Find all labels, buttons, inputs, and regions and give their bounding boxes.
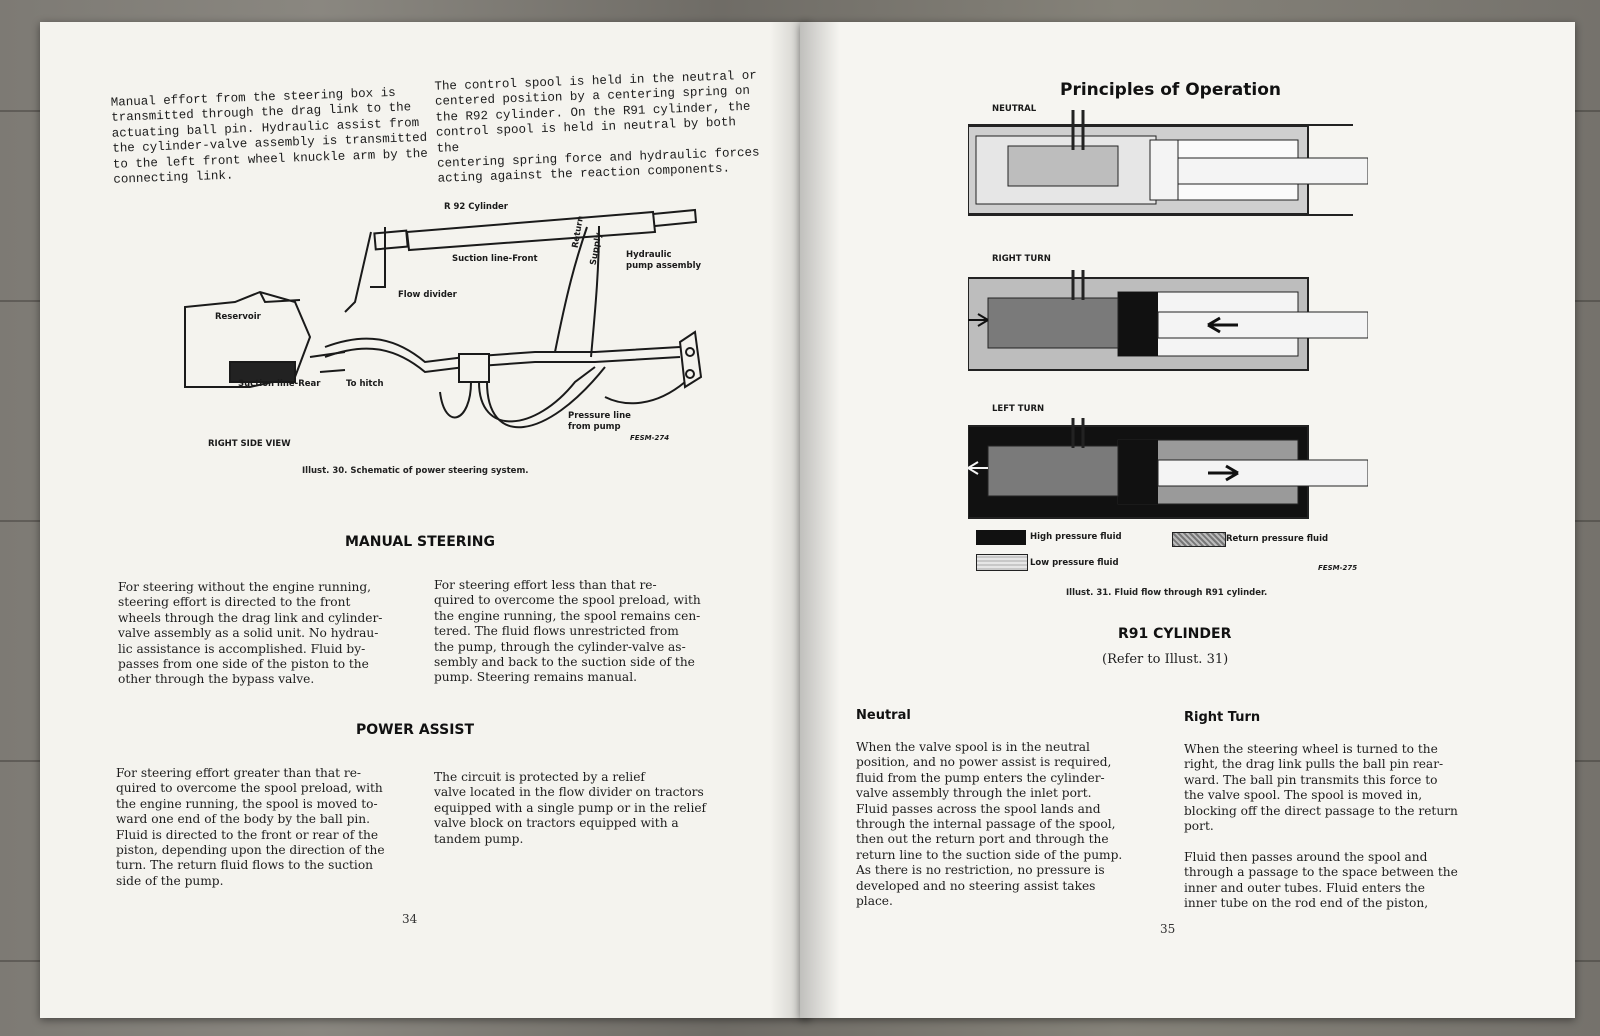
label-to-hitch: To hitch — [346, 379, 384, 389]
power-steering-schematic — [184, 208, 703, 429]
legend-swatch-return — [1172, 532, 1226, 547]
manual-steering-paragraph-left: For steering without the engine running,… — [118, 580, 383, 687]
label-suction-line-rear: Suction line-Rear — [238, 379, 321, 389]
figure-caption-31: Illust. 31. Fluid flow through R91 cylin… — [1066, 588, 1268, 598]
page-number: 35 — [1160, 922, 1176, 936]
cylinder-diagram-left-turn — [968, 418, 1368, 519]
neutral-paragraph: When the valve spool is in the neutral p… — [856, 740, 1123, 909]
label-pressure-line: Pressure line from pump — [568, 411, 631, 432]
label-left-turn: LEFT TURN — [992, 404, 1045, 414]
right-turn-paragraph-2: Fluid then passes around the spool and t… — [1184, 850, 1458, 911]
power-assist-paragraph-right: The circuit is protected by a relief val… — [434, 770, 707, 846]
power-assist-paragraph-left: For steering effort greater than that re… — [116, 766, 385, 888]
right-turn-paragraph-1: When the steering wheel is turned to the… — [1184, 742, 1458, 834]
gutter-shadow — [800, 22, 840, 1018]
heading-neutral: Neutral — [856, 708, 911, 723]
page-number: 34 — [402, 912, 418, 926]
label-right-side-view: RIGHT SIDE VIEW — [208, 439, 291, 449]
legend-return-pressure: Return pressure fluid — [1226, 534, 1329, 544]
legend-swatch-low — [976, 554, 1028, 571]
cylinder-diagram-right-turn — [968, 270, 1368, 371]
figure-caption-30: Illust. 30. Schematic of power steering … — [302, 466, 529, 476]
figure-code-275: FESM-275 — [1318, 564, 1358, 572]
label-reservoir: Reservoir — [215, 312, 261, 322]
left-page: Manual effort from the steering box is t… — [40, 22, 810, 1018]
label-right-turn: RIGHT TURN — [992, 254, 1051, 264]
figure-code-274: FESM-274 — [630, 434, 670, 442]
intro-paragraph-right: The control spool is held in the neutral… — [434, 68, 760, 187]
label-neutral: NEUTRAL — [992, 104, 1037, 114]
heading-r91-cylinder: R91 CYLINDER — [1118, 626, 1232, 642]
subheading-refer: (Refer to Illust. 31) — [1102, 652, 1229, 667]
manual-steering-paragraph-right: For steering effort less than that re- q… — [434, 578, 701, 685]
cylinder-diagram-neutral — [968, 110, 1368, 216]
heading-manual-steering: MANUAL STEERING — [345, 534, 496, 550]
right-page: Principles of Operation NEUTRAL RIGHT TU… — [800, 22, 1575, 1018]
legend-low-pressure: Low pressure fluid — [1030, 558, 1119, 568]
legend-swatch-high — [976, 530, 1026, 545]
label-hydraulic-pump: Hydraulic pump assembly — [626, 250, 702, 271]
label-flow-divider: Flow divider — [398, 290, 457, 300]
heading-right-turn: Right Turn — [1184, 710, 1261, 725]
label-r92-cylinder: R 92 Cylinder — [444, 202, 508, 212]
legend-high-pressure: High pressure fluid — [1030, 532, 1122, 542]
intro-paragraph-left: Manual effort from the steering box is t… — [110, 85, 428, 187]
page-title: Principles of Operation — [1060, 80, 1281, 100]
heading-power-assist: POWER ASSIST — [356, 722, 475, 738]
label-suction-line-front: Suction line-Front — [452, 254, 538, 264]
